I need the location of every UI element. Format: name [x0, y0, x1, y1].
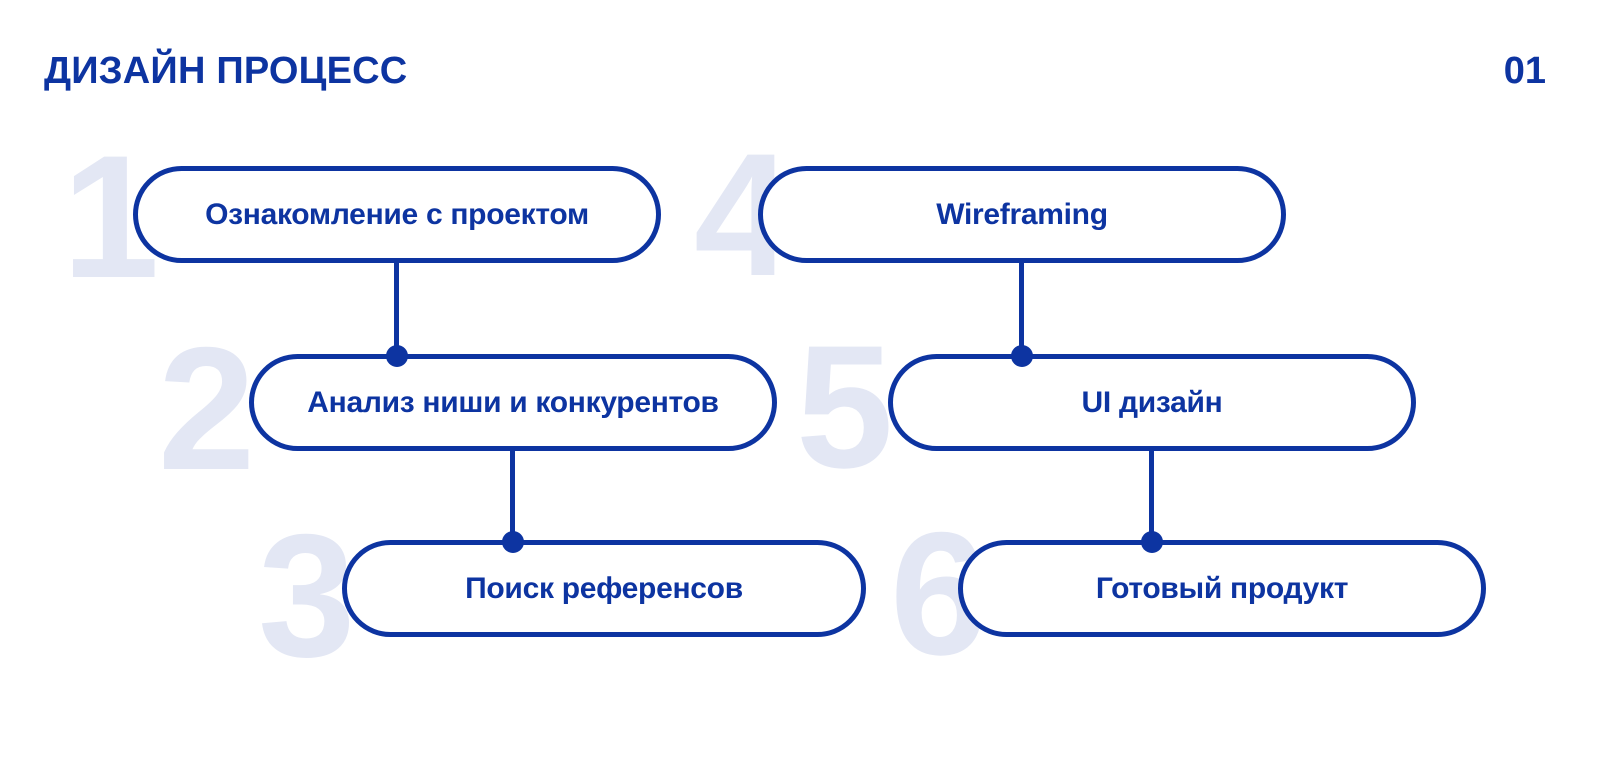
connector-dot-5-6: [1141, 531, 1163, 553]
connector-dot-4-5: [1011, 345, 1033, 367]
step-pill-5: UI дизайн: [888, 354, 1416, 451]
connector-line-5-6: [1149, 442, 1154, 547]
ghost-number-3: 3: [258, 499, 356, 694]
connector-line-4-5: [1019, 255, 1024, 360]
connector-dot-1-2: [386, 345, 408, 367]
ghost-number-2: 2: [158, 312, 256, 507]
connector-dot-2-3: [502, 531, 524, 553]
step-label-2: Анализ ниши и конкурентов: [307, 385, 719, 419]
step-label-3: Поиск референсов: [465, 571, 743, 605]
step-label-5: UI дизайн: [1081, 385, 1223, 419]
ghost-number-5: 5: [796, 310, 894, 505]
step-label-6: Готовый продукт: [1095, 571, 1349, 605]
connector-line-1-2: [394, 255, 399, 360]
step-pill-3: Поиск референсов: [342, 540, 866, 637]
page-number: 01: [1503, 50, 1546, 92]
step-label-1: Ознакомление с проектом: [205, 197, 589, 231]
connector-line-2-3: [510, 442, 515, 547]
step-label-4: Wireframing: [936, 197, 1108, 231]
step-pill-1: Ознакомление с проектом: [133, 166, 661, 263]
step-pill-4: Wireframing: [758, 166, 1286, 263]
step-pill-2: Анализ ниши и конкурентов: [249, 354, 777, 451]
step-pill-6: Готовый продукт: [958, 540, 1486, 637]
slide-title: ДИЗАЙН ПРОЦЕСС: [44, 50, 408, 92]
